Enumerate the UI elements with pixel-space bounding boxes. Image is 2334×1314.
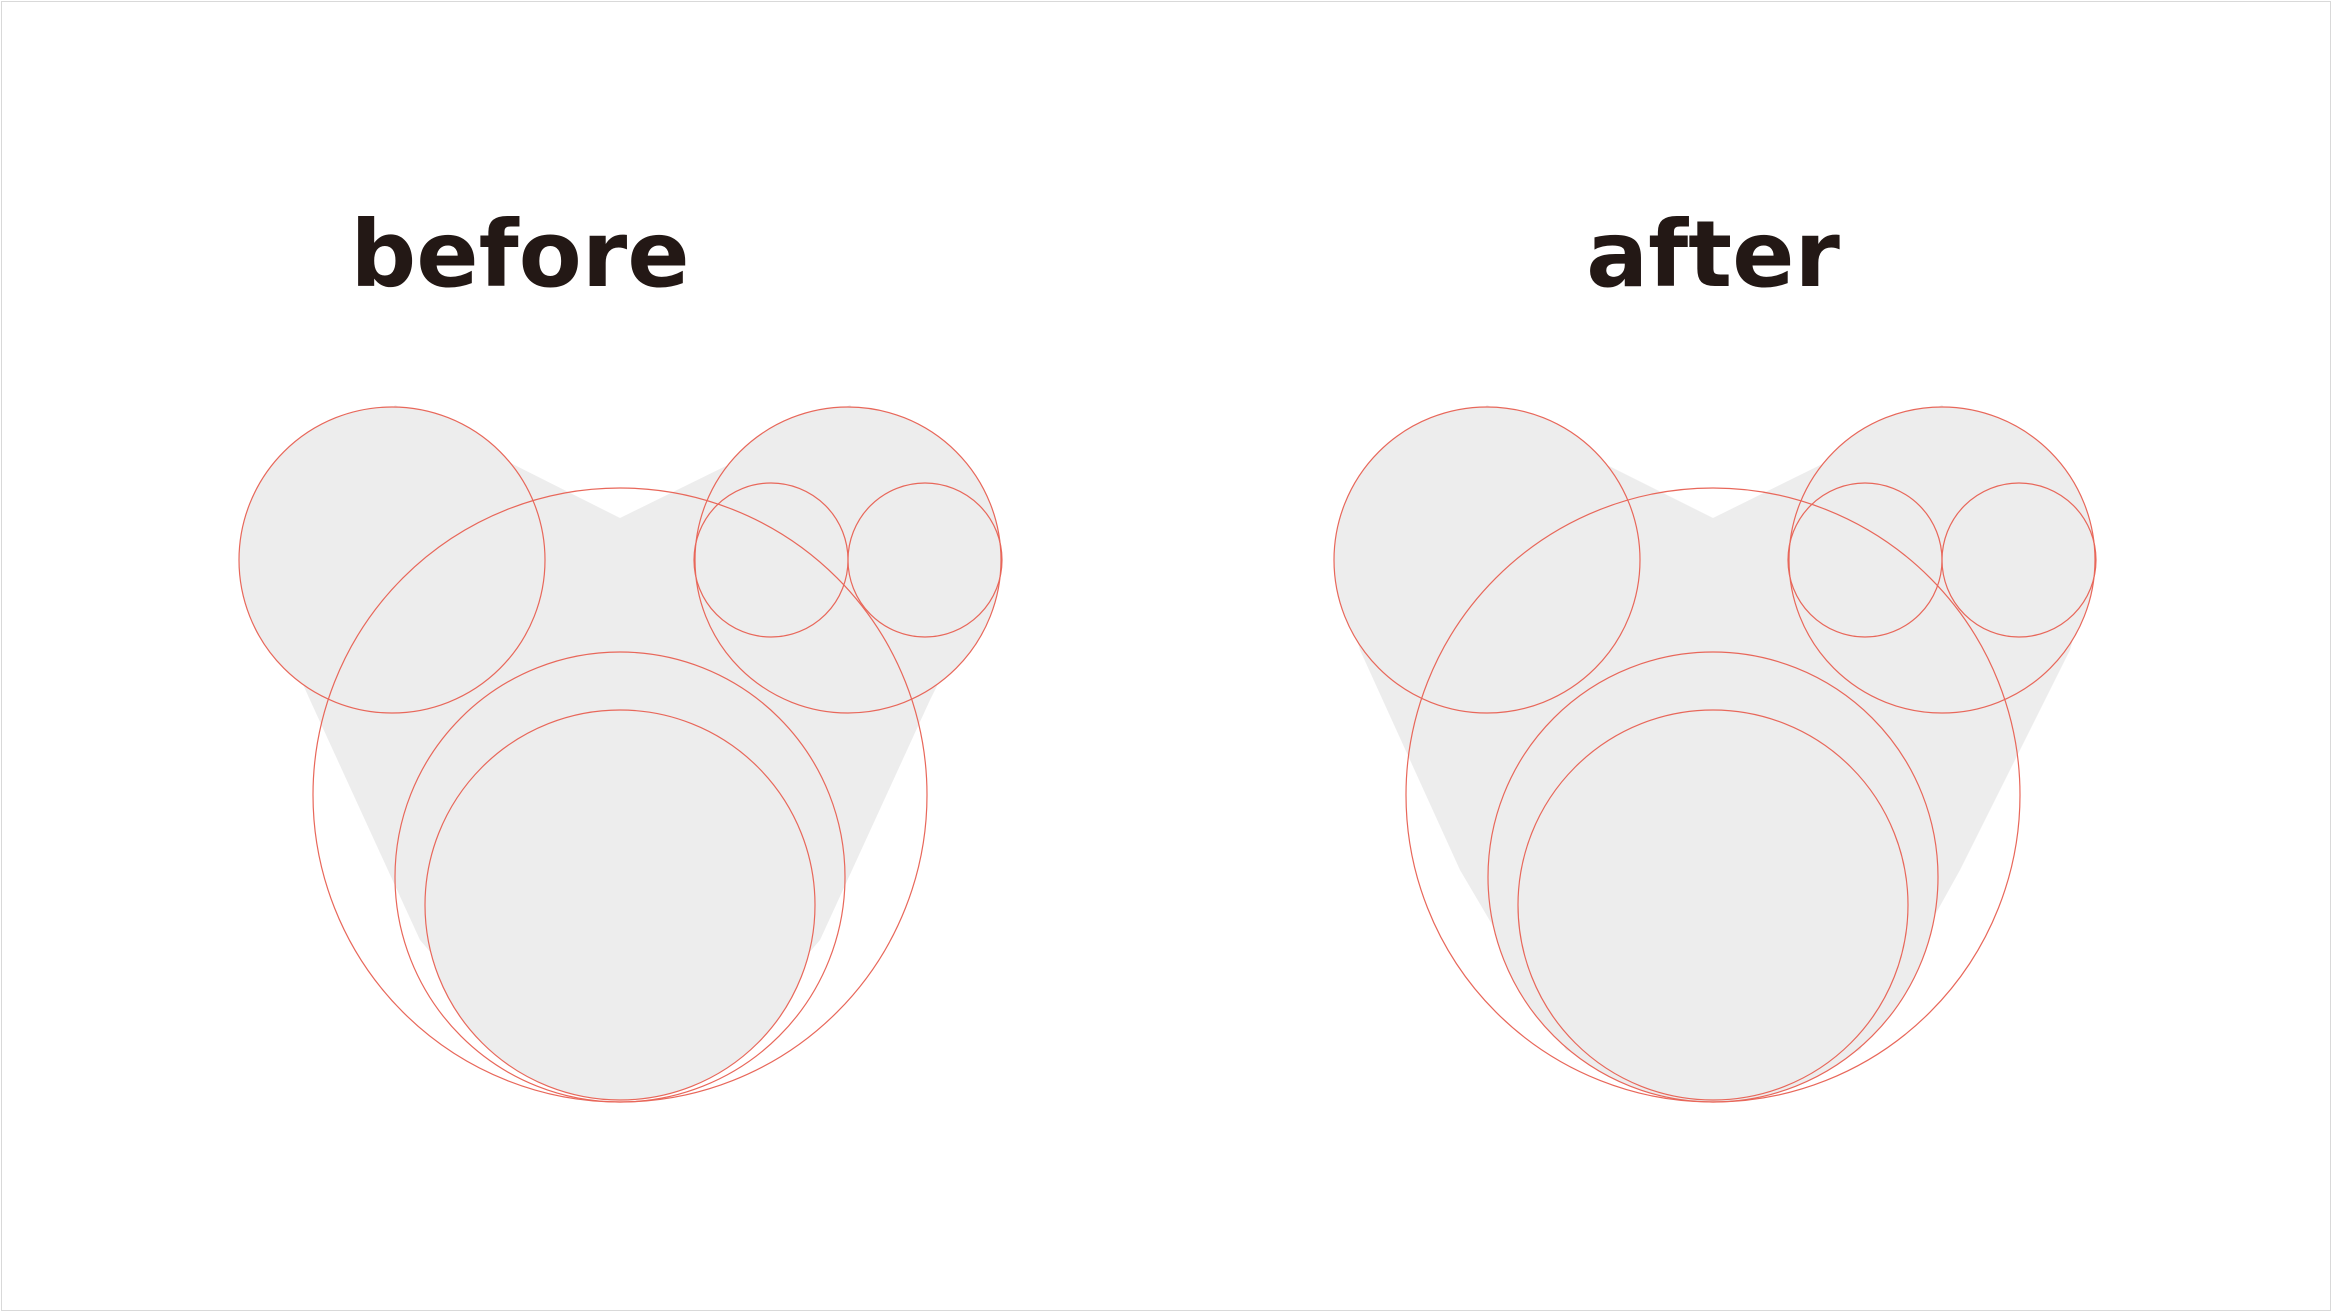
before-face-fill xyxy=(425,710,815,1100)
before-left-ear-fill xyxy=(239,407,545,713)
before-guide-circles xyxy=(238,406,1003,1103)
after-left-ear-fill xyxy=(1334,407,1640,713)
after-guide-circles xyxy=(1333,406,2097,1103)
before-cheek-circle xyxy=(394,651,846,1103)
before-muzzle-circle xyxy=(424,709,816,1101)
after-cheek-fill xyxy=(1488,652,1938,1102)
after-bear-silhouette xyxy=(1334,405,2095,1102)
before-right-ear-circle xyxy=(694,406,1002,714)
after-muzzle-circle xyxy=(1517,709,1909,1101)
after-title: after xyxy=(1586,201,1840,308)
before-right-ear-inner-right-circle xyxy=(847,482,1003,638)
after-right-ear-circle xyxy=(1788,406,2096,714)
after-cheek-circle xyxy=(1487,651,1939,1103)
before-left-ear-circle xyxy=(238,406,546,714)
before-title: before xyxy=(350,201,690,308)
after-left-ear-circle xyxy=(1333,406,1641,714)
after-right-ear-inner-right-circle xyxy=(1941,482,2097,638)
